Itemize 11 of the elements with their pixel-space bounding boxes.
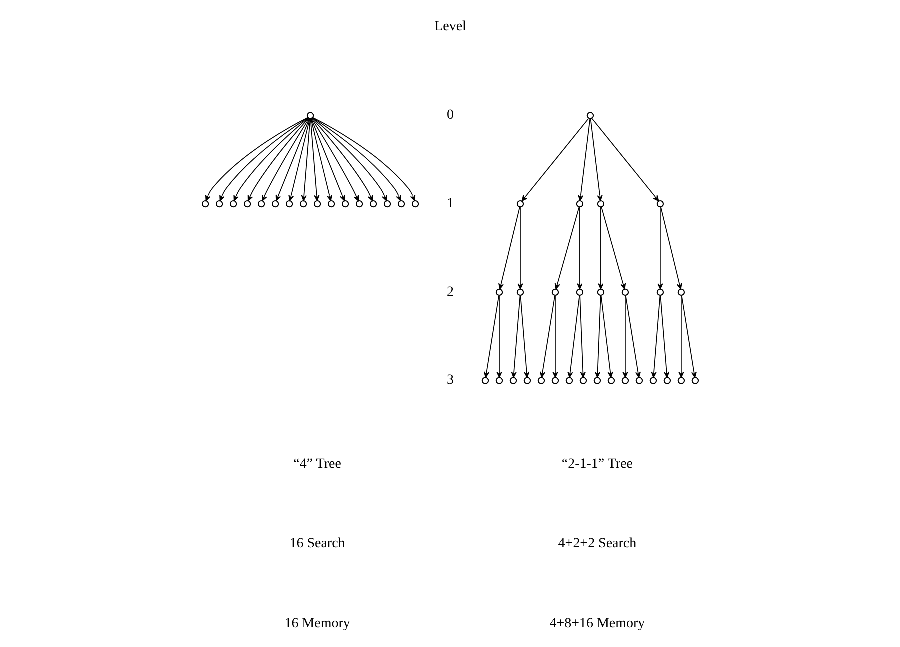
label: 2 — [446, 284, 454, 300]
label: 16 Memory — [284, 616, 350, 632]
label: 4+8+16 Memory — [549, 616, 645, 632]
label: 4+2+2 Search — [558, 536, 636, 552]
label: 3 — [446, 373, 454, 388]
label: 16 Search — [289, 536, 345, 552]
label: 1 — [446, 196, 454, 212]
label: “4” Tree — [293, 457, 341, 472]
label: “2-1-1” Tree — [561, 457, 633, 472]
label: 0 — [446, 108, 454, 124]
label: Level — [434, 20, 466, 35]
